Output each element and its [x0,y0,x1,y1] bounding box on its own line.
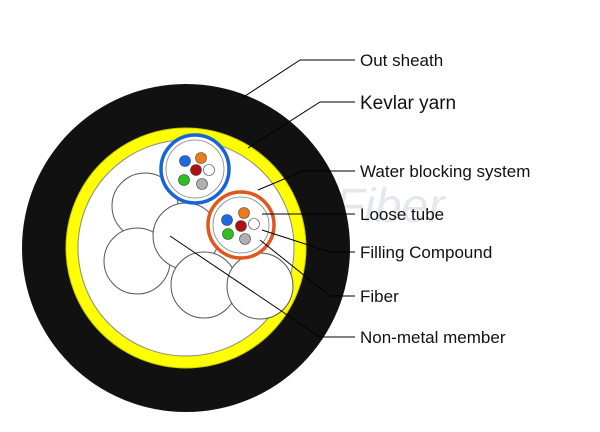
fiber [238,207,250,219]
label-water-blocking-system: Water blocking system [360,162,530,181]
watermark-text: Fiber [335,180,446,233]
leader-filling-compound [261,229,355,253]
fiber [196,178,208,190]
fiber [248,218,260,230]
fiber [203,164,215,176]
fiber [235,220,247,232]
non-metal-member [226,252,294,320]
fiber [239,233,251,245]
label-kevlar-yarn: Kevlar yarn [360,93,456,114]
loose-tube-blue [159,133,231,205]
loose-tube-orange [206,190,276,260]
leader-non-metal-member [169,235,355,338]
fiber [221,214,233,226]
label-filling-compound: Filling Compound [360,243,492,262]
fiber [179,155,191,167]
fiber [190,164,202,176]
label-fiber: Fiber [360,287,399,306]
fiber [222,228,234,240]
leader-lines [169,59,355,338]
leader-kevlar-yarn [247,101,355,149]
label-loose-tube: Loose tube [360,205,444,224]
leader-fiber [259,239,355,297]
fiber [195,152,207,164]
non-metal-members [103,172,294,320]
label-out-sheath: Out sheath [360,51,443,70]
fiber [178,174,190,186]
leader-out-sheath [241,59,355,99]
label-non-metal-member: Non-metal member [360,328,506,347]
leader-water-blocking [257,170,355,191]
